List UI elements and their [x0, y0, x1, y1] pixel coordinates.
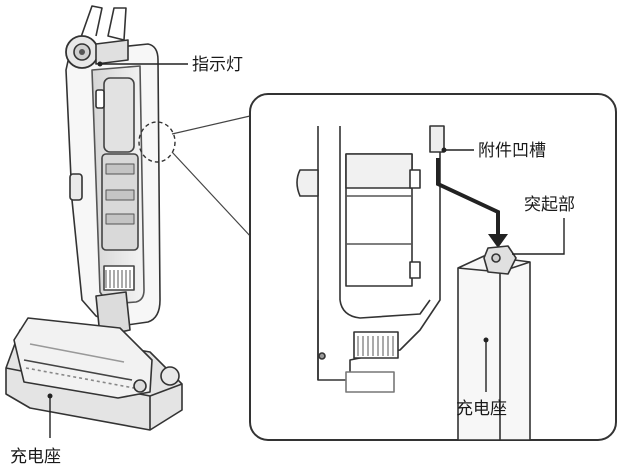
detail-slot	[429, 125, 445, 153]
bristle-block	[103, 265, 135, 291]
focus-circle	[138, 121, 176, 163]
detail-brush	[353, 331, 399, 359]
base-knob	[160, 366, 180, 386]
label-protrusion: 突起部	[524, 195, 575, 215]
dust-cup	[103, 77, 135, 153]
vacuum-handle	[79, 5, 127, 41]
label-indicator: 指示灯	[192, 55, 243, 75]
vacuum-neck	[95, 291, 131, 337]
label-charging-base-main: 充电座	[10, 447, 61, 467]
insert-arrow	[436, 158, 508, 248]
indicator-window	[95, 89, 105, 109]
label-charging-base-detail: 充电座	[456, 399, 507, 419]
zoom-connectors	[171, 115, 253, 239]
label-accessory-slot: 附件凹槽	[478, 141, 546, 161]
vacuum-illustration	[65, 5, 161, 337]
charging-base-left	[5, 317, 183, 431]
battery-pack	[101, 153, 139, 251]
detail-pointers	[444, 149, 565, 392]
detail-charging-base	[457, 245, 531, 441]
side-clip	[69, 173, 83, 201]
